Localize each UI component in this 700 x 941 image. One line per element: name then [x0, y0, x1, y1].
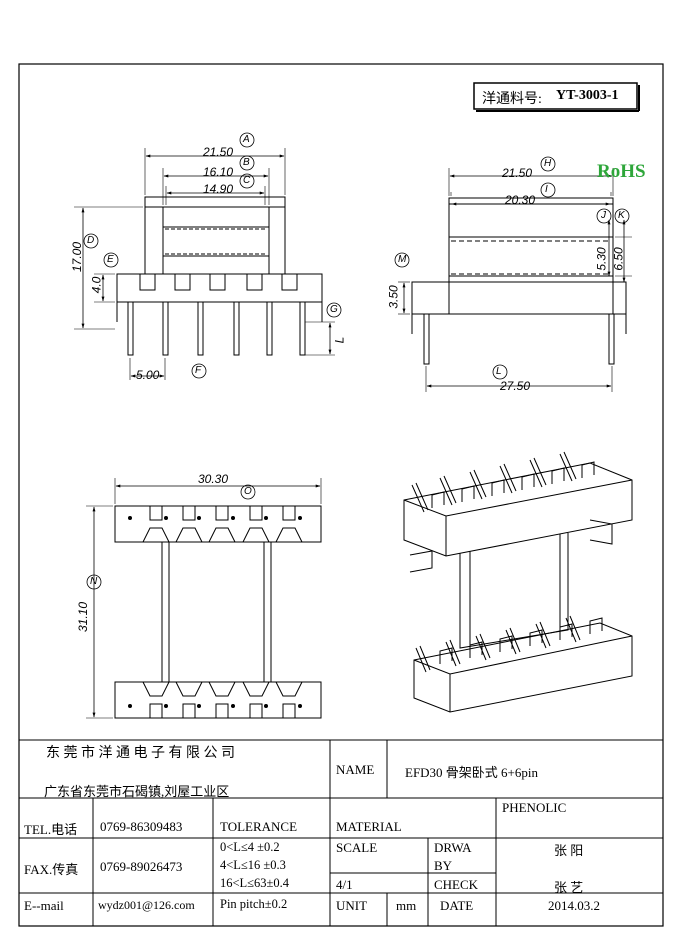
tolerance-label: TOLERANCE	[220, 819, 298, 834]
unit-value: mm	[396, 898, 417, 913]
dim-jk-b-value: 6.50	[611, 247, 626, 271]
tolerance-row-3: 16<L≤63±0.4	[220, 876, 290, 890]
bubble-h: H	[544, 158, 552, 169]
part-number: YT-3003-1	[556, 88, 619, 103]
name-label: NAME	[336, 762, 375, 777]
bubble-n: N	[90, 576, 98, 587]
fax-label: FAX.传真	[24, 862, 79, 877]
tel-value: 0769-86309483	[100, 819, 183, 834]
bottom-view	[86, 478, 322, 719]
unit-label: UNIT	[336, 898, 368, 913]
dim-l-front: L	[332, 336, 347, 344]
bubble-b: B	[243, 157, 250, 168]
tel-label: TEL.电话	[24, 822, 78, 837]
dim-f-value: 5.00	[136, 368, 160, 382]
bubble-m: M	[398, 254, 407, 265]
drwa-label: DRWA	[434, 840, 472, 855]
front-view	[74, 148, 335, 380]
scale-value: 4/1	[336, 877, 353, 892]
scale-label: SCALE	[336, 840, 378, 855]
drwa-value: 张 阳	[554, 843, 584, 858]
date-label: DATE	[440, 898, 474, 913]
check-label: CHECK	[434, 877, 479, 892]
bubble-f: F	[195, 365, 202, 376]
check-value: 张 艺	[554, 880, 584, 895]
email-value: wydz001@126.com	[98, 898, 195, 912]
dim-c-value: 14.90	[203, 182, 234, 196]
title-block	[19, 739, 663, 926]
name-value: EFD30 骨架卧式 6+6pin	[405, 765, 539, 780]
dim-i-value: 20.30	[505, 193, 536, 207]
dim-m-value: 3.50	[386, 285, 401, 309]
dim-l-side-value: 27.50	[500, 379, 531, 393]
sheet-border	[18, 63, 664, 927]
isometric-view	[403, 451, 633, 713]
bubble-j: J	[601, 210, 606, 221]
dim-jk-a-value: 5.30	[594, 247, 609, 271]
fax-value: 0769-89026473	[100, 859, 183, 874]
dim-n-value: 31.10	[76, 601, 91, 633]
dim-a-value: 21.50	[203, 145, 234, 159]
company-address: 广东省东莞市石碣镇,刘屋工业区	[44, 784, 230, 799]
bubble-o: O	[244, 486, 252, 497]
tolerance-row-1: 0<L≤4 ±0.2	[220, 840, 280, 854]
bubble-l-side: L	[496, 366, 502, 377]
dim-e-value: 4.0	[89, 276, 104, 294]
dim-b-value: 16.10	[203, 165, 234, 179]
bubble-d: D	[87, 235, 95, 246]
tolerance-row-4: Pin pitch±0.2	[220, 897, 288, 911]
dim-h-value: 21.50	[502, 166, 533, 180]
bubble-a: A	[243, 134, 250, 145]
tolerance-row-2: 4<L≤16 ±0.3	[220, 858, 286, 872]
bubble-e: E	[107, 254, 114, 265]
company-name: 东 莞 市 洋 通 电 子 有 限 公 司	[46, 746, 235, 761]
bubble-g: G	[330, 304, 338, 315]
material-value: PHENOLIC	[502, 800, 567, 815]
by-label: BY	[434, 858, 453, 873]
material-label: MATERIAL	[336, 819, 402, 834]
bubble-i: I	[545, 184, 548, 195]
rohs-mark: RoHS	[597, 161, 646, 182]
dim-d-value: 17.00	[70, 241, 85, 273]
dim-o-value: 30.30	[198, 472, 229, 486]
bubble-c: C	[243, 175, 251, 186]
date-value: 2014.03.2	[548, 898, 600, 913]
bubble-k: K	[618, 210, 625, 221]
part-number-label: 洋通料号:	[482, 92, 542, 107]
part-number-box	[473, 82, 638, 110]
email-label: E--mail	[24, 898, 64, 913]
